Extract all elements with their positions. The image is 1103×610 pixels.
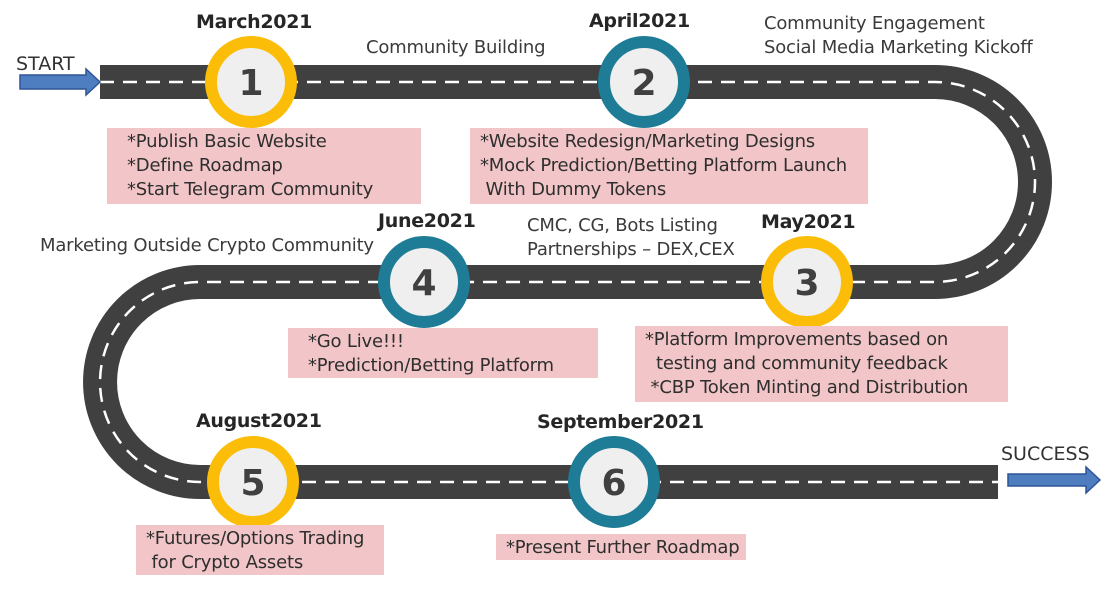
caption-marketing-outside: Marketing Outside Crypto Community — [40, 235, 374, 256]
start-label: START — [16, 53, 75, 75]
caption-community-engagement: Community Engagement Social Media Market… — [764, 13, 1033, 58]
milestone-5-date: August2021 — [196, 410, 322, 432]
milestone-3-number: 3 — [794, 263, 819, 304]
caption-listing: CMC, CG, Bots Listing Partnerships – DEX… — [527, 215, 735, 260]
success-label: SUCCESS — [1001, 443, 1090, 465]
milestone-4-number: 4 — [411, 263, 436, 304]
milestone-2-date: April2021 — [589, 10, 690, 32]
success-arrow-icon — [1007, 465, 1102, 495]
milestone-5-marker: 5 — [207, 436, 299, 528]
milestone-1-marker: 1 — [205, 36, 297, 128]
milestone-5-box: *Futures/Options Trading for Crypto Asse… — [136, 525, 384, 575]
milestone-3-date: May2021 — [761, 211, 856, 233]
milestone-3-box: *Platform Improvements based on testing … — [635, 326, 1008, 402]
milestone-6-box: *Present Further Roadmap — [496, 534, 746, 560]
milestone-6-number: 6 — [601, 463, 626, 504]
milestone-2-marker: 2 — [598, 36, 690, 128]
milestone-3-marker: 3 — [761, 236, 853, 328]
milestone-4-marker: 4 — [378, 236, 470, 328]
milestone-2-box: *Website Redesign/Marketing Designs *Moc… — [470, 128, 868, 204]
start-arrow-icon — [19, 67, 102, 97]
milestone-4-date: June2021 — [378, 210, 476, 232]
milestone-4-box: *Go Live!!! *Prediction/Betting Platform — [288, 328, 598, 378]
milestone-5-number: 5 — [240, 463, 265, 504]
milestone-1-date: March2021 — [196, 11, 313, 33]
milestone-2-number: 2 — [631, 63, 656, 104]
milestone-1-number: 1 — [238, 63, 263, 104]
caption-community-building: Community Building — [366, 37, 546, 58]
milestone-1-box: *Publish Basic Website *Define Roadmap *… — [107, 128, 421, 204]
milestone-6-date: September2021 — [537, 411, 704, 433]
milestone-6-marker: 6 — [568, 436, 660, 528]
road-center-line — [98, 80, 1037, 484]
